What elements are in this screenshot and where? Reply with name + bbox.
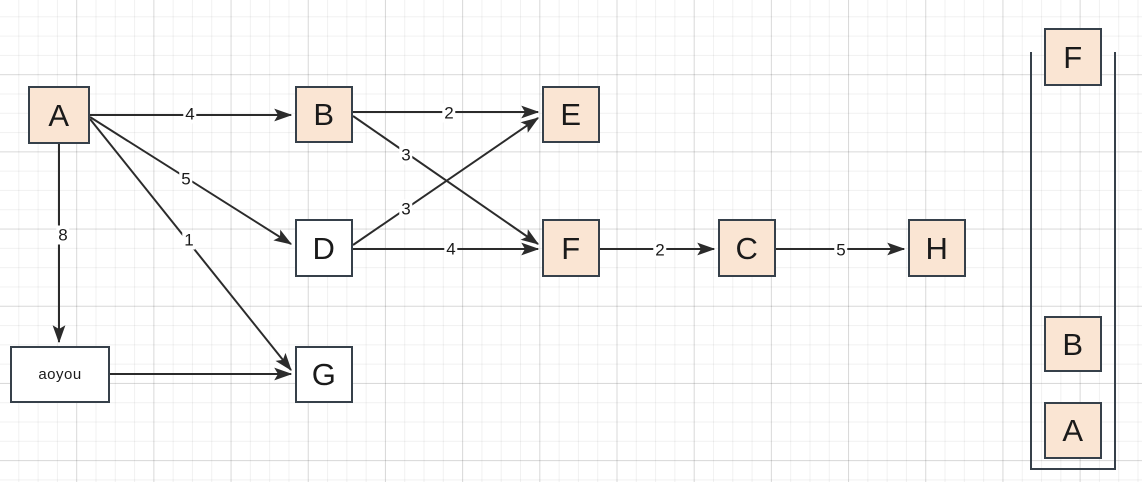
stack-item-label: A xyxy=(1062,413,1084,448)
edge-weight-a-g: 1 xyxy=(182,230,196,250)
graph-node-h[interactable]: H xyxy=(908,219,966,277)
edge-weight-a-d: 5 xyxy=(179,169,193,189)
graph-node-label: E xyxy=(560,97,582,132)
graph-node-b[interactable]: B xyxy=(295,86,353,143)
graph-node-d[interactable]: D xyxy=(295,219,353,277)
stack-wall-left xyxy=(1030,52,1032,470)
edge-weight-d-f: 4 xyxy=(444,239,458,259)
stack-item-f[interactable]: F xyxy=(1044,28,1102,86)
graph-node-label: F xyxy=(561,230,581,266)
graph-node-label: H xyxy=(925,230,949,266)
stack-wall-right xyxy=(1114,52,1116,470)
graph-node-aoyou[interactable]: aoyou xyxy=(10,346,110,403)
graph-node-label: aoyou xyxy=(38,366,82,383)
edge-d-to-e[interactable] xyxy=(352,117,539,246)
graph-node-f[interactable]: F xyxy=(542,219,600,277)
stack-item-label: B xyxy=(1062,326,1084,362)
edge-weight-a-b: 4 xyxy=(183,104,197,124)
graph-node-a[interactable]: A xyxy=(28,86,90,144)
stack-item-label: F xyxy=(1063,39,1083,75)
stack-item-b[interactable]: B xyxy=(1044,316,1102,372)
edge-weight-c-h: 5 xyxy=(834,240,848,260)
edge-weight-a-aoyou: 8 xyxy=(56,225,70,245)
graph-node-g[interactable]: G xyxy=(295,346,353,403)
graph-node-label: B xyxy=(313,97,335,132)
edge-weight-d-e: 3 xyxy=(399,199,413,219)
edge-weight-f-c: 2 xyxy=(653,240,667,260)
graph-node-label: D xyxy=(312,230,336,266)
graph-node-label: G xyxy=(311,357,337,392)
graph-node-label: A xyxy=(48,97,70,133)
edge-weight-b-f: 3 xyxy=(399,145,413,165)
edge-b-to-f[interactable] xyxy=(352,115,539,245)
graph-node-label: C xyxy=(735,230,759,266)
graph-node-c[interactable]: C xyxy=(718,219,776,277)
graph-node-e[interactable]: E xyxy=(542,86,600,143)
stack-item-a[interactable]: A xyxy=(1044,402,1102,459)
stack-container xyxy=(1030,52,1116,470)
edge-weight-b-e: 2 xyxy=(442,103,456,123)
stack-wall-bottom xyxy=(1030,468,1116,470)
